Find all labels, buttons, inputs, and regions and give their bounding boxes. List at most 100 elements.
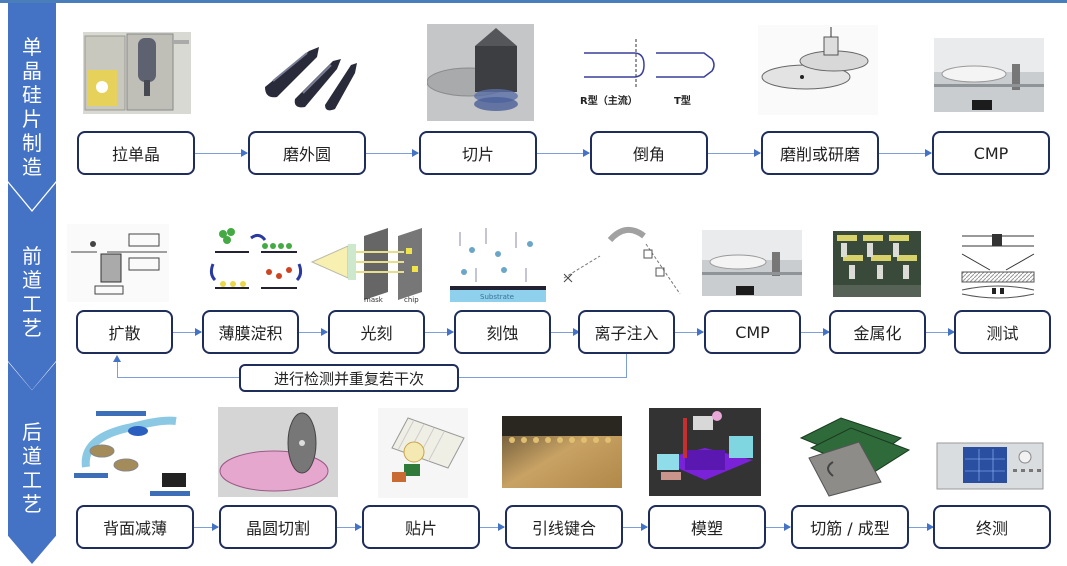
stage-label: 前 道 工 艺 xyxy=(22,244,42,340)
connector-arrow xyxy=(194,523,219,531)
mask-label: mask xyxy=(364,296,384,304)
stage-label: 单 晶 硅 片 制 造 xyxy=(22,35,42,179)
r-type-label: R型（主流） xyxy=(580,94,638,107)
step-trim-form: 切筋 / 成型 xyxy=(791,505,909,549)
stage-back-end: 后 道 工 艺 xyxy=(8,362,56,564)
step-molding: 模塑 xyxy=(648,505,766,549)
stage-char: 艺 xyxy=(22,492,42,516)
etching-diagram: Substrate xyxy=(446,224,550,304)
step-final-test: 终测 xyxy=(933,505,1051,549)
step-label: CMP xyxy=(735,322,770,342)
connector-arrow xyxy=(537,149,590,157)
grinding-diagram xyxy=(758,25,878,115)
stage-char: 前 xyxy=(22,243,42,268)
stage-char: 单 xyxy=(22,34,42,59)
packaged-chips-photo xyxy=(781,408,915,498)
step-label: 测试 xyxy=(986,324,1019,343)
step-label: 背面减薄 xyxy=(102,519,167,538)
connector-arrow xyxy=(708,149,761,157)
step-label: 拉单晶 xyxy=(111,145,160,164)
stage-char: 工 xyxy=(22,468,42,492)
loop-connector-down xyxy=(626,354,627,377)
step-die-attach: 贴片 xyxy=(362,505,480,549)
chip-label: chip xyxy=(404,296,419,304)
step-grinding-lapping: 磨削或研磨 xyxy=(761,131,879,175)
step-diffusion: 扩散 xyxy=(76,310,173,354)
connector-arrow xyxy=(425,328,454,336)
stage-char: 后 xyxy=(22,420,42,444)
step-label: 晶圆切割 xyxy=(245,519,310,538)
die-attach-diagram xyxy=(378,408,468,498)
step-label: 终测 xyxy=(975,519,1008,538)
step-testing: 测试 xyxy=(954,310,1051,354)
ion-implantation-diagram xyxy=(560,220,690,304)
wafer-slicing-render xyxy=(427,24,534,121)
step-label: 光刻 xyxy=(360,324,393,343)
connector-arrow xyxy=(879,149,932,157)
step-lithography: 光刻 xyxy=(328,310,425,354)
connector-arrow xyxy=(675,328,704,336)
silicon-ingots-photo xyxy=(255,33,365,113)
loop-connector-right xyxy=(459,377,627,378)
step-label: 贴片 xyxy=(404,519,437,538)
thin-film-deposition-diagram xyxy=(205,224,305,304)
loop-label: 进行检测并重复若干次 xyxy=(239,364,459,392)
lithography-diagram: mask chip xyxy=(308,220,428,304)
step-label: 扩散 xyxy=(108,324,141,343)
step-etching: 刻蚀 xyxy=(454,310,551,354)
molding-machine-render xyxy=(649,408,761,496)
stage-char: 道 xyxy=(22,444,42,468)
step-label: 磨削或研磨 xyxy=(779,145,860,164)
step-label: CMP xyxy=(973,143,1009,163)
backgrinding-diagram xyxy=(72,407,194,497)
step-label: 刻蚀 xyxy=(486,324,519,343)
step-label: 离子注入 xyxy=(594,324,659,343)
stage-char: 硅 xyxy=(22,82,42,107)
step-crystal-pulling: 拉单晶 xyxy=(77,131,195,175)
loop-label-text: 进行检测并重复若干次 xyxy=(273,369,424,388)
loop-arrowhead-icon xyxy=(113,355,121,362)
probe-test-diagram xyxy=(958,218,1038,302)
connector-arrow xyxy=(766,523,791,531)
stage-char: 造 xyxy=(22,154,42,179)
connector-arrow xyxy=(366,149,419,157)
connector-arrow xyxy=(926,328,955,336)
step-label: 模塑 xyxy=(690,519,723,538)
step-label: 引线键合 xyxy=(531,519,596,538)
step-label: 金属化 xyxy=(853,324,902,343)
step-label: 磨外圆 xyxy=(282,145,331,164)
stage-char: 片 xyxy=(22,106,42,131)
loop-connector-left xyxy=(117,377,239,378)
stage-front-end: 前 道 工 艺 xyxy=(8,183,56,390)
step-label: 倒角 xyxy=(632,145,665,164)
step-cmp: CMP xyxy=(932,131,1050,175)
stage-char: 晶 xyxy=(22,58,42,83)
step-thin-film-deposition: 薄膜淀积 xyxy=(202,310,299,354)
test-equipment-photo xyxy=(935,413,1045,491)
step-metallization: 金属化 xyxy=(829,310,926,354)
step-ion-implantation: 离子注入 xyxy=(578,310,675,354)
step-cmp: CMP xyxy=(704,310,801,354)
wafer-dicing-render xyxy=(218,407,338,497)
connector-arrow xyxy=(195,149,248,157)
connector-arrow xyxy=(480,523,505,531)
crystal-puller-photo xyxy=(83,32,191,114)
step-label: 薄膜淀积 xyxy=(218,324,283,343)
connector-arrow xyxy=(623,523,648,531)
substrate-label: Substrate xyxy=(480,293,514,301)
step-slicing: 切片 xyxy=(419,131,537,175)
step-wafer-dicing: 晶圆切割 xyxy=(219,505,337,549)
connector-arrow xyxy=(909,523,934,531)
connector-arrow xyxy=(551,328,580,336)
step-wire-bonding: 引线键合 xyxy=(505,505,623,549)
edge-profile-diagram: R型（主流） T型 xyxy=(574,33,724,113)
step-backside-thinning: 背面减薄 xyxy=(76,505,194,549)
cmp-machine-photo xyxy=(934,38,1044,112)
stage-char: 制 xyxy=(22,130,42,155)
connector-arrow xyxy=(299,328,328,336)
stage-wafer-manufacturing: 单 晶 硅 片 制 造 xyxy=(8,3,56,210)
top-rule xyxy=(0,0,1067,3)
step-edge-rounding: 倒角 xyxy=(590,131,708,175)
metallization-photo xyxy=(833,231,921,297)
step-od-grinding: 磨外圆 xyxy=(248,131,366,175)
